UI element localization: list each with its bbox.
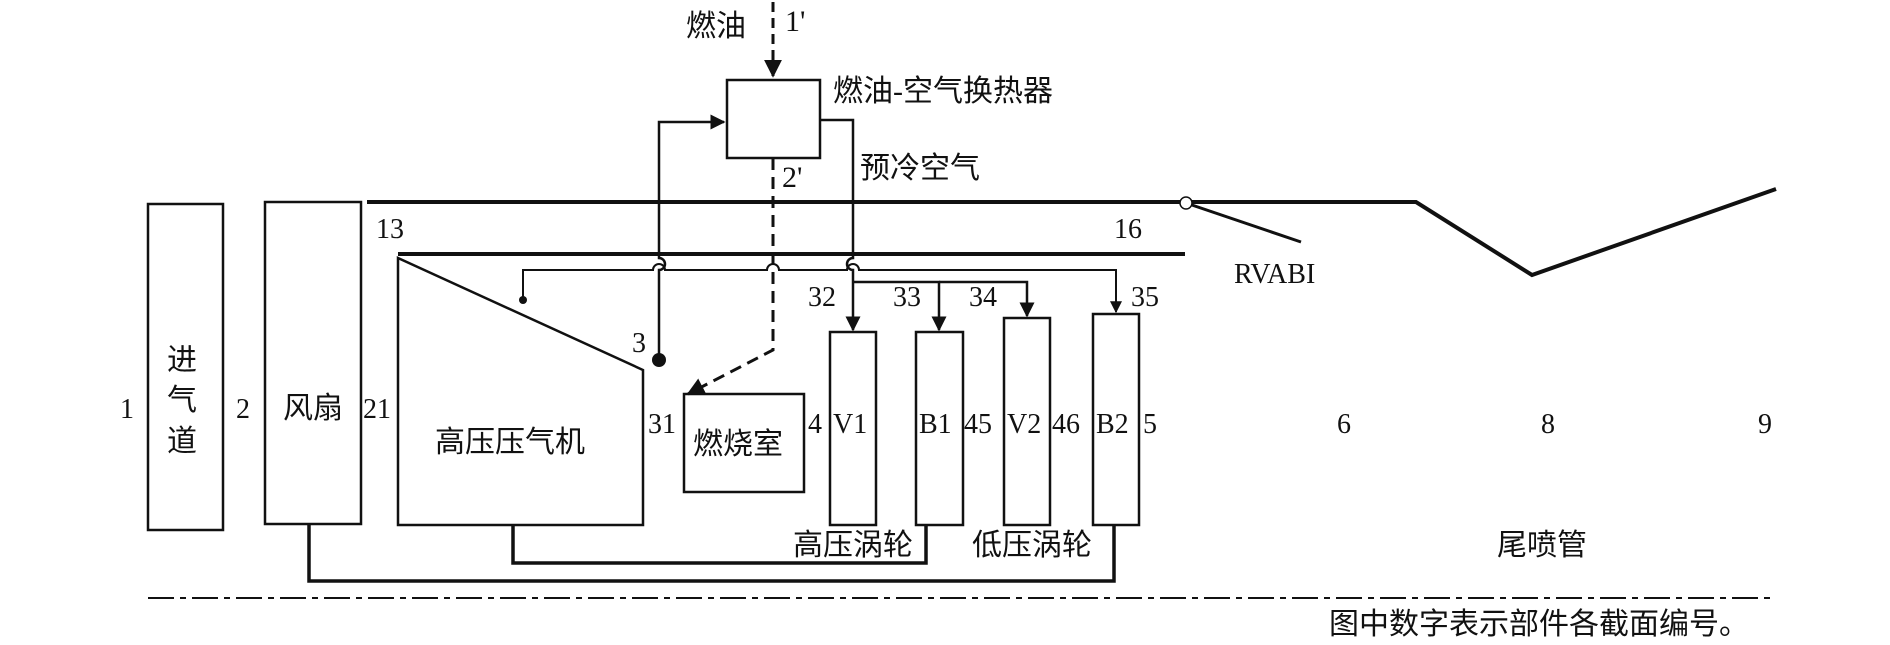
section-6: 6 [1337,409,1351,440]
precooled-air-label: 预冷空气 [860,152,980,185]
v1-label: V1 [833,409,867,440]
section-46: 46 [1052,409,1080,440]
section-35: 35 [1131,282,1159,313]
combustor-box [682,392,806,494]
b2-label: B2 [1096,409,1129,440]
heat-exchanger-label: 燃油-空气换热器 [833,75,1053,108]
lp-turbine-label: 低压涡轮 [972,529,1092,562]
fan-label: 风扇 [283,392,343,425]
rvabi-flap [1185,201,1302,244]
inlet-box [146,202,225,532]
hp-shaft [511,525,928,565]
section-13: 13 [376,214,404,245]
bypass-outer-wall [367,187,1777,278]
turbine-b1-box [914,330,965,527]
cooling-air-to-v2 [939,280,1035,318]
section-16: 16 [1114,214,1142,245]
b1-label: B1 [919,409,952,440]
section-8: 8 [1541,409,1555,440]
v2-label: V2 [1007,409,1041,440]
precooled-air-line [820,118,861,332]
hp-compressor-box [396,256,645,527]
combustor-label: 燃烧室 [693,428,783,461]
section-31: 31 [648,409,676,440]
fuel-label: 燃油 [686,10,746,43]
bypass-bleed-line [522,263,1122,314]
fan-box [263,200,363,526]
bleed-to-hx-line [657,114,726,360]
turbine-b2-box [1091,312,1141,527]
hp-turbine-label: 高压涡轮 [793,529,913,562]
lp-shaft [307,524,1116,583]
section-34: 34 [969,282,997,313]
rvabi-hinge [1179,196,1193,210]
rvabi-label: RVABI [1234,259,1315,290]
section-33: 33 [893,282,921,313]
hx-box [725,78,822,160]
fuel-to-combustor-line [686,158,775,396]
section-5: 5 [1143,409,1157,440]
section-45: 45 [964,409,992,440]
section-1p: 1' [785,5,805,38]
section-2: 2 [236,394,250,425]
section-9: 9 [1758,409,1772,440]
turbine-v1-box [828,330,878,527]
section-4: 4 [808,409,822,440]
section-2p: 2' [782,161,802,194]
footnote: 图中数字表示部件各截面编号。 [1329,608,1749,641]
nozzle-label: 尾喷管 [1497,529,1587,562]
inlet-label-char-1: 进 [167,344,197,377]
section-21: 21 [363,394,391,425]
section-3: 3 [632,328,646,359]
section-32: 32 [808,282,836,313]
inlet-label-char-2: 气 [167,384,197,417]
turbine-v2-box [1002,316,1052,527]
hp-compressor-label: 高压压气机 [435,426,585,459]
inlet-label-char-3: 道 [167,425,197,458]
section-1: 1 [120,394,134,425]
